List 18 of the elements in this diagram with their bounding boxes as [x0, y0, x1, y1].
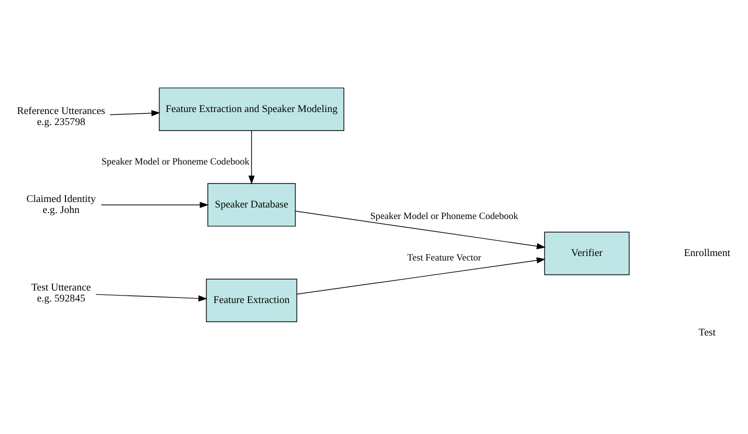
arrow: [296, 257, 546, 295]
arrow: [100, 202, 209, 208]
node-box: Feature Extraction and Speaker Modeling: [158, 88, 344, 131]
arrow: [96, 294, 208, 302]
node-text: Test Utterance e.g. 592845: [31, 282, 91, 304]
edge-label: Test Feature Vector: [407, 252, 482, 264]
node-text: Claimed Identity e.g. John: [26, 194, 96, 216]
label: Test: [698, 328, 716, 339]
node-box: Feature Extraction: [206, 278, 298, 322]
node-text: Reference Utterances e.g. 235798: [16, 106, 106, 128]
node-box: Speaker Database: [207, 183, 296, 227]
arrow: [295, 210, 546, 250]
arrow: [248, 130, 255, 184]
node-box: Verifier: [544, 232, 630, 276]
label: Enrollment: [684, 248, 730, 260]
edge-label: Speaker Model or Phoneme Codebook: [101, 156, 250, 168]
arrow: [110, 110, 160, 116]
edge-label: Speaker Model or Phoneme Codebook: [370, 211, 518, 222]
